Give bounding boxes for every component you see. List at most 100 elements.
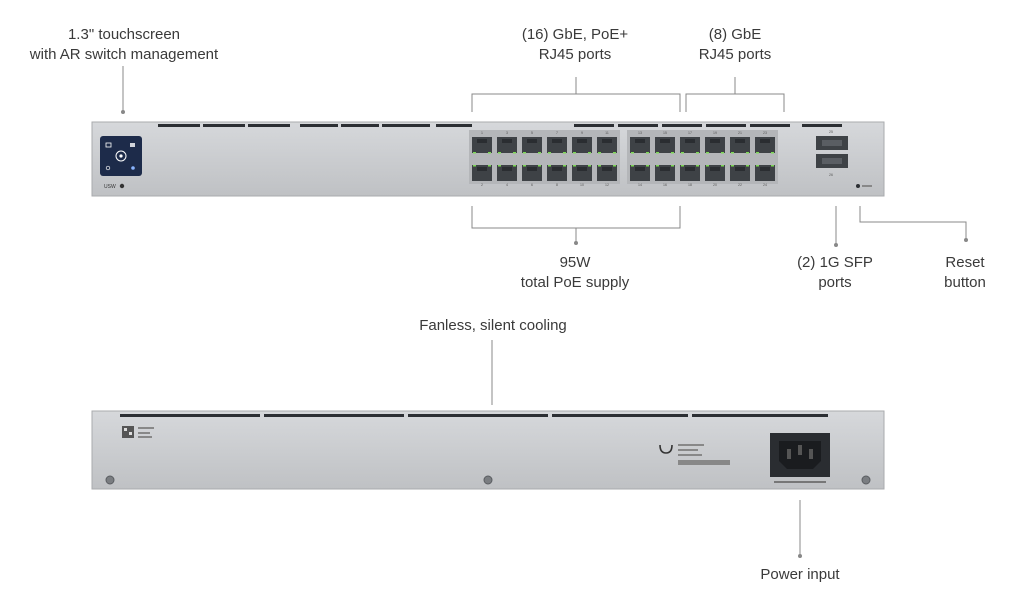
port-latch [710,167,720,171]
port-number: 9 [581,131,583,135]
port-led [731,165,734,167]
port-led [523,165,526,167]
port-led [681,165,684,167]
port-latch [685,139,695,143]
cooling-label: Fanless, silent cooling [419,317,567,334]
port-number: 10 [580,183,584,187]
port-led [671,152,674,154]
port-latch [602,139,612,143]
port-led [613,152,616,154]
model-badge: USW [104,184,116,190]
port-number: 8 [556,183,558,187]
port-latch [477,139,487,143]
port-latch [735,139,745,143]
port-led [746,152,749,154]
rear-vents [120,414,828,417]
port-led [488,152,491,154]
screw-icon [861,475,871,485]
port-number: 23 [763,131,767,135]
port-latch [660,167,670,171]
port-led [488,165,491,167]
port-latch [710,139,720,143]
port-number: 24 [763,183,767,187]
screw-icon [105,475,115,485]
logo-icon [119,183,125,189]
port-latch [527,139,537,143]
port-led [588,165,591,167]
port-number: 3 [506,131,508,135]
port-led [598,152,601,154]
port-led [696,165,699,167]
port-latch [602,167,612,171]
port-led [681,152,684,154]
port-led [756,152,759,154]
port-latch [635,139,645,143]
port-group-frame [469,130,620,184]
port-number: 19 [713,131,717,135]
port-number: 12 [605,183,609,187]
port-led [771,165,774,167]
gbe-ports-label: (8) GbE RJ45 ports [698,26,772,63]
port-latch [477,167,487,171]
port-number: 22 [738,183,742,187]
port-latch [635,167,645,171]
port-led [746,165,749,167]
port-latch [735,167,745,171]
poe-ports-label: (16) GbE, PoE+ RJ45 ports [521,26,629,63]
poe-supply-label: 95W total PoE supply [520,254,630,291]
port-led [513,152,516,154]
front-panel: USW 123456789101112131415161718192021222… [91,121,885,197]
port-number: 5 [531,131,533,135]
port-number: 17 [688,131,692,135]
port-led [656,152,659,154]
port-led [721,152,724,154]
rear-panel [91,410,885,490]
port-led [631,152,634,154]
port-number: 20 [713,183,717,187]
power-input-label: Power input [760,566,840,583]
port-group-frame [627,130,778,184]
port-number: 14 [638,183,642,187]
port-led [538,165,541,167]
reset-button[interactable] [856,184,860,188]
port-number: 11 [605,131,609,135]
port-latch [552,167,562,171]
port-latch [760,139,770,143]
port-led [646,152,649,154]
port-latch [660,139,670,143]
sfp-ports-label: (2) 1G SFP ports [797,254,873,291]
port-number: 16 [663,183,667,187]
port-led [706,152,709,154]
port-led [646,165,649,167]
port-led [513,165,516,167]
reset-text [862,185,872,187]
port-led [473,152,476,154]
certification-marks [678,444,730,465]
leader-lines [122,66,967,556]
port-latch [502,139,512,143]
touchscreen-display[interactable] [100,136,142,176]
port-led [631,165,634,167]
port-led [473,165,476,167]
leader-dots [121,110,968,558]
brand-logo-icon [659,444,673,454]
port-led [573,152,576,154]
power-inlet[interactable] [770,433,830,483]
port-latch [577,167,587,171]
port-led [523,152,526,154]
port-led [538,152,541,154]
port-number: 21 [738,131,742,135]
port-led [548,165,551,167]
port-led [756,165,759,167]
touchscreen-label: 1.3" touchscreen with AR switch manageme… [29,26,219,63]
port-latch [502,167,512,171]
port-latch [552,139,562,143]
port-led [563,165,566,167]
sfp-number: 25 [829,130,833,134]
port-led [721,165,724,167]
sfp-ports: 25 26 [816,130,848,177]
port-led [656,165,659,167]
port-led [588,152,591,154]
